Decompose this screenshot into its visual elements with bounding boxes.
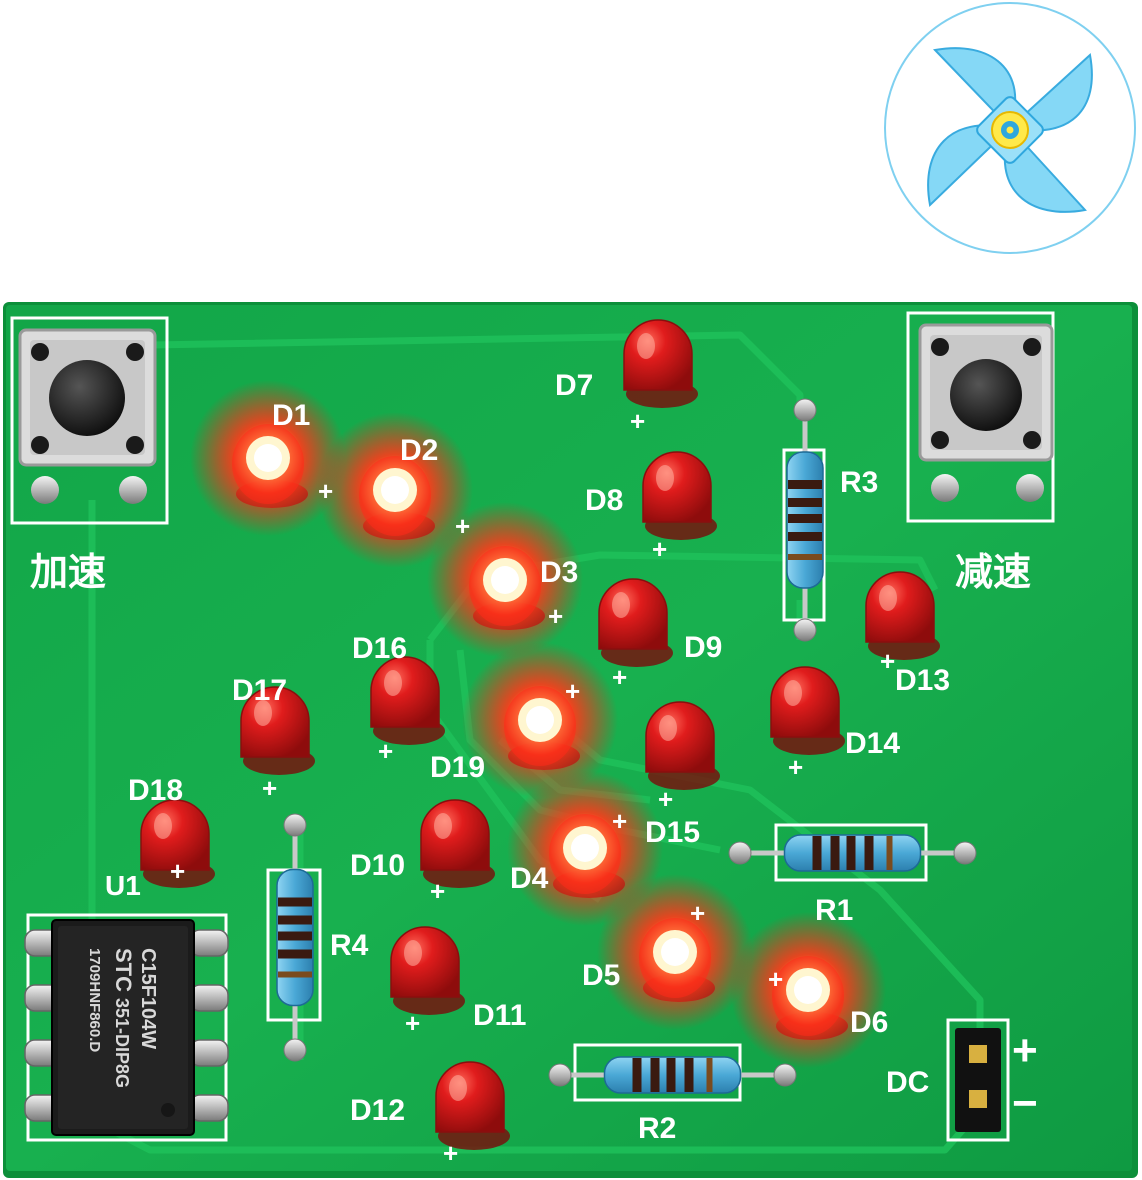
led-label-d15: D15 bbox=[645, 816, 700, 849]
led-polarity-d19: + bbox=[565, 676, 580, 706]
led-label-d19: D19 bbox=[430, 751, 485, 784]
led-d19 bbox=[462, 642, 618, 798]
led-label-d6: D6 bbox=[850, 1006, 888, 1039]
led-d9 bbox=[598, 578, 673, 667]
led-label-d1: D1 bbox=[272, 399, 310, 432]
led-polarity-d16: + bbox=[378, 736, 393, 766]
resistor-label-r3: R3 bbox=[840, 466, 878, 499]
led-label-d11: D11 bbox=[473, 999, 526, 1032]
led-label-d12: D12 bbox=[350, 1094, 405, 1127]
led-label-d7: D7 bbox=[555, 369, 593, 402]
led-d18 bbox=[140, 799, 215, 888]
led-polarity-d10: + bbox=[430, 876, 445, 906]
dc-label: DC bbox=[886, 1066, 929, 1099]
resistor-label-r1: R1 bbox=[815, 894, 853, 927]
led-d4 bbox=[507, 770, 663, 926]
led-d12 bbox=[435, 1061, 510, 1150]
led-d6 bbox=[730, 912, 886, 1068]
chip-line-1: C15F104W bbox=[137, 948, 159, 1049]
led-polarity-d17: + bbox=[262, 773, 277, 803]
led-label-d16: D16 bbox=[352, 632, 407, 665]
led-polarity-d2: + bbox=[455, 511, 470, 541]
decelerate-button[interactable] bbox=[918, 323, 1054, 502]
chip-line-4: 1709HNF860.D bbox=[86, 948, 103, 1052]
led-polarity-d13: + bbox=[880, 646, 895, 676]
led-layer bbox=[140, 319, 940, 1150]
accelerate-label: 加速 bbox=[30, 549, 106, 594]
led-label-d10: D10 bbox=[350, 849, 405, 882]
resistor-layer bbox=[276, 398, 977, 1094]
dc-plus-label: + bbox=[1012, 1026, 1038, 1075]
led-d13 bbox=[865, 571, 940, 660]
led-polarity-d8: + bbox=[652, 534, 667, 564]
led-label-d4: D4 bbox=[510, 862, 549, 895]
led-d3 bbox=[427, 502, 583, 658]
resistor-r1 bbox=[728, 834, 977, 872]
led-polarity-d14: + bbox=[788, 752, 803, 782]
resistor-label-r4: R4 bbox=[330, 929, 369, 962]
led-polarity-d18: + bbox=[170, 856, 185, 886]
led-label-d9: D9 bbox=[684, 631, 722, 664]
led-polarity-d1: + bbox=[318, 476, 333, 506]
chip-ref-label: U1 bbox=[105, 870, 141, 901]
led-d7 bbox=[623, 319, 698, 408]
led-d16 bbox=[370, 656, 445, 745]
led-d15 bbox=[645, 701, 720, 790]
dc-power-header[interactable] bbox=[955, 1028, 1001, 1132]
led-label-d8: D8 bbox=[585, 484, 623, 517]
led-d14 bbox=[770, 666, 845, 755]
led-label-d3: D3 bbox=[540, 556, 578, 589]
led-label-d17: D17 bbox=[232, 674, 287, 707]
led-d17 bbox=[240, 686, 315, 775]
chip-line-3: 351-DIP8G bbox=[112, 998, 132, 1088]
resistor-label-r2: R2 bbox=[638, 1112, 676, 1145]
led-d11 bbox=[390, 926, 465, 1015]
led-label-d18: D18 bbox=[128, 774, 183, 807]
chip-line-2: STC bbox=[111, 948, 136, 992]
led-d5 bbox=[597, 874, 753, 1030]
led-label-d14: D14 bbox=[845, 727, 900, 760]
decelerate-label: 减速 bbox=[955, 549, 1031, 594]
led-polarity-d5: + bbox=[690, 898, 705, 928]
resistor-r4 bbox=[276, 813, 314, 1062]
led-d1 bbox=[190, 380, 346, 536]
led-d2 bbox=[317, 412, 473, 568]
led-d10 bbox=[420, 799, 495, 888]
led-polarity-d6: + bbox=[768, 964, 783, 994]
led-polarity-d3: + bbox=[548, 601, 563, 631]
led-polarity-d11: + bbox=[405, 1008, 420, 1038]
resistor-r3 bbox=[786, 398, 824, 642]
led-polarity-d15: + bbox=[658, 784, 673, 814]
led-d8 bbox=[642, 451, 717, 540]
pinwheel-icon bbox=[884, 2, 1136, 254]
led-polarity-d7: + bbox=[630, 406, 645, 436]
led-label-d5: D5 bbox=[582, 959, 620, 992]
led-polarity-d4: + bbox=[612, 806, 627, 836]
dc-minus-label: − bbox=[1012, 1079, 1038, 1128]
mcu-chip: C15F104W STC 351-DIP8G 1709HNF860.D bbox=[24, 919, 229, 1136]
resistor-r2 bbox=[548, 1056, 797, 1094]
accelerate-button[interactable] bbox=[18, 328, 157, 504]
led-label-d2: D2 bbox=[400, 434, 438, 467]
led-polarity-d12: + bbox=[443, 1138, 458, 1168]
led-label-d13: D13 bbox=[895, 664, 950, 697]
led-polarity-d9: + bbox=[612, 662, 627, 692]
